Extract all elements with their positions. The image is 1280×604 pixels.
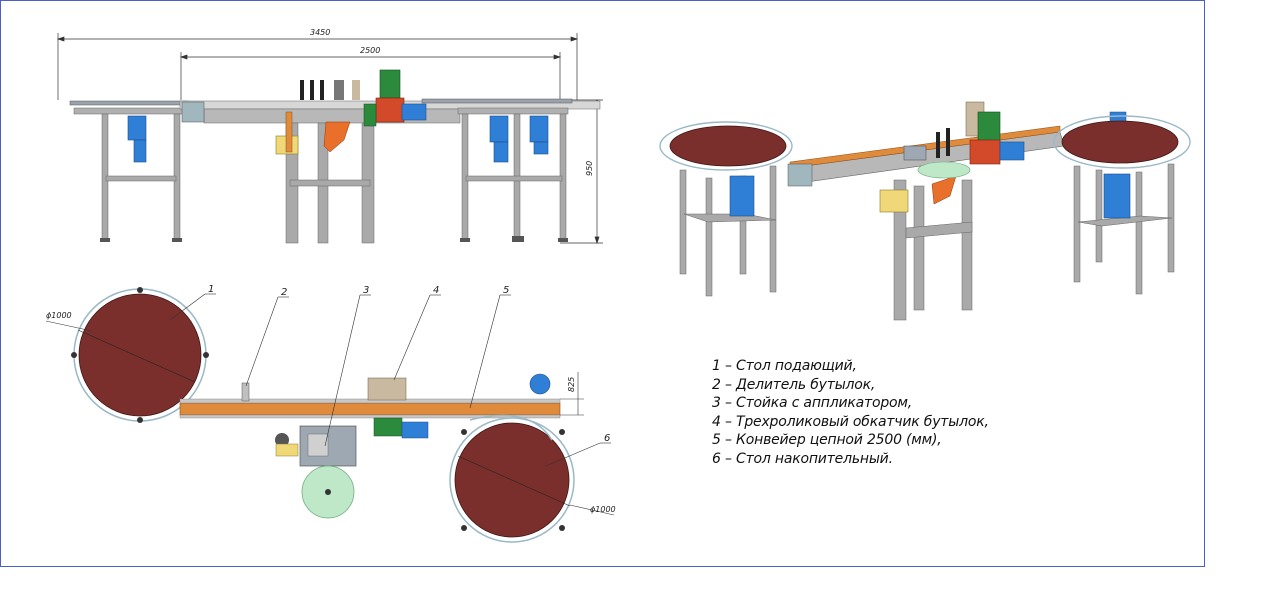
green-box-icon	[977, 111, 1001, 143]
conveyor-top	[179, 373, 561, 519]
legend-item-5: 5 – Конвейер цепной 2500 (мм),	[712, 432, 942, 448]
isometric-view	[659, 101, 1191, 321]
applicator-icon	[879, 189, 909, 213]
callout-1: 1	[208, 284, 214, 295]
motor-icon	[127, 115, 147, 141]
motor-icon	[1103, 173, 1131, 219]
conveyor-iso	[787, 101, 1127, 321]
dim-width-label: 825	[567, 377, 576, 392]
feed-table-iso	[659, 121, 793, 297]
legend-item-4: 4 – Трехроликовый обкатчик бутылок,	[712, 413, 989, 430]
front-view: 3450 2500 950	[56, 28, 603, 245]
dimension-height	[560, 98, 603, 245]
legend-item-1: 1 – Стол подающий,	[712, 358, 857, 374]
callout-5: 5	[503, 285, 509, 296]
dim-conveyor-label: 2500	[360, 46, 380, 55]
callout-2: 2	[281, 287, 287, 298]
conveyor-front	[179, 69, 601, 244]
dim-height-label: 950	[585, 161, 594, 176]
feed-table-top	[71, 287, 209, 423]
top-view: ϕ1000 825	[45, 284, 616, 543]
legend-item-6: 6 – Стол накопительный.	[712, 450, 893, 467]
motor-icon	[729, 175, 755, 217]
dim-total-label: 3450	[310, 28, 330, 37]
callout-4: 4	[433, 285, 439, 296]
drawing-frame	[0, 0, 1205, 567]
callout-leaders	[169, 293, 611, 467]
feed-table-front	[69, 100, 189, 242]
dimension-width	[560, 372, 584, 416]
dim-diameter-left: ϕ1000	[46, 311, 72, 320]
legend-item-3: 3 – Стойка с аппликатором,	[712, 395, 912, 411]
dimension-total	[56, 33, 579, 100]
dimension-conveyor	[179, 52, 562, 100]
callout-6: 6	[604, 433, 610, 444]
motor-icon	[489, 115, 509, 143]
legend-item-2: 2 – Делитель бутылок,	[712, 376, 876, 393]
green-box-icon	[379, 69, 401, 99]
callout-3: 3	[363, 285, 369, 296]
label-roll-icon	[917, 161, 971, 179]
dim-diameter-right: ϕ1000	[590, 505, 616, 514]
parts-legend: 1 – Стол подающий, 2 – Делитель бутылок,…	[712, 357, 1032, 468]
accumulation-table-top	[449, 414, 575, 543]
accumulation-table-front	[421, 98, 573, 242]
accumulation-table-iso	[1053, 115, 1191, 295]
